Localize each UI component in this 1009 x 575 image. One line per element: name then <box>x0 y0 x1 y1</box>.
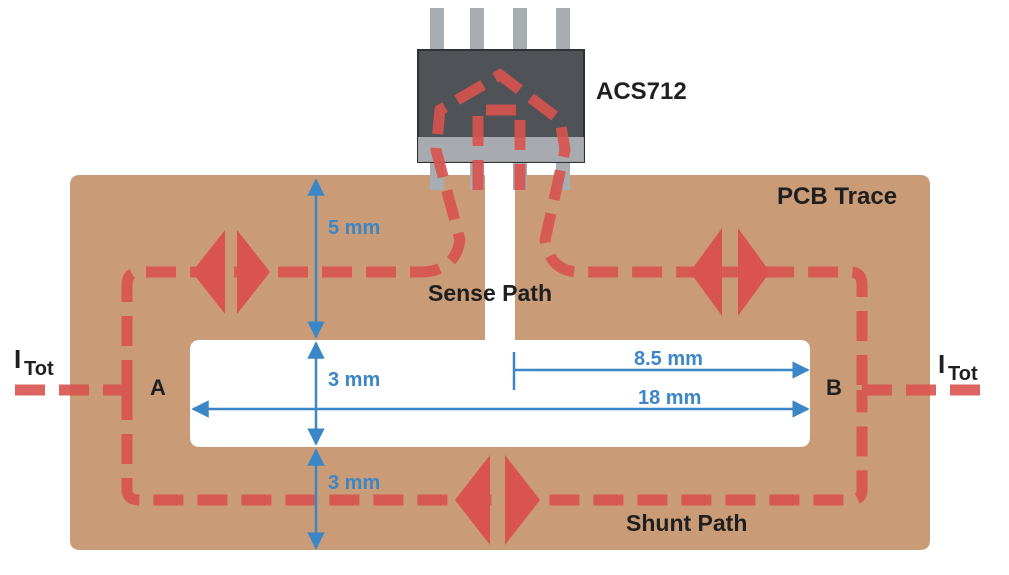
upper-sense-loop <box>121 68 868 390</box>
current-direction-arrows <box>192 228 770 545</box>
arrow-upper-left <box>192 230 225 314</box>
node-a-label: A <box>150 375 166 400</box>
pin-top-1 <box>430 8 444 54</box>
chip-label: ACS712 <box>596 78 687 105</box>
label-lower-width: 3 mm <box>328 472 380 494</box>
chip-bottom-band <box>418 137 584 162</box>
arrow-upper-right <box>690 228 722 316</box>
pcb-trace <box>70 175 930 550</box>
chip-top-pins <box>430 8 570 54</box>
current-paths <box>15 68 980 506</box>
arrow-lower-2 <box>505 455 540 545</box>
label-slot-length: 18 mm <box>638 387 701 409</box>
inner-sense-loop <box>472 104 526 190</box>
itot-left-sub: Tot <box>24 358 54 380</box>
sense-path-label: Sense Path <box>428 280 552 306</box>
arrow-lower <box>455 455 490 545</box>
shunt-loop <box>121 390 868 506</box>
dimension-lines <box>191 178 810 550</box>
arrow-upper-left-2 <box>237 230 270 314</box>
label-slot-height: 3 mm <box>328 369 380 391</box>
arrow-upper-right-2 <box>738 228 770 316</box>
pin-top-2 <box>470 8 484 54</box>
pin-top-4 <box>556 8 570 54</box>
itot-right-sub: Tot <box>948 363 978 385</box>
itot-left-main: I <box>14 344 21 374</box>
label-upper-width: 5 mm <box>328 217 380 239</box>
pcb-trace-label: PCB Trace <box>777 183 897 210</box>
dimension-labels: 5 mm 3 mm 3 mm 8.5 mm 18 mm <box>328 217 703 494</box>
node-b-label: B <box>826 375 842 400</box>
shunt-path-label: Shunt Path <box>626 510 747 536</box>
text-labels: ACS712 PCB Trace Sense Path Shunt Path A… <box>14 78 978 536</box>
pin-top-3 <box>513 8 527 54</box>
itot-right-main: I <box>938 349 945 379</box>
label-half-slot-length: 8.5 mm <box>634 348 703 370</box>
